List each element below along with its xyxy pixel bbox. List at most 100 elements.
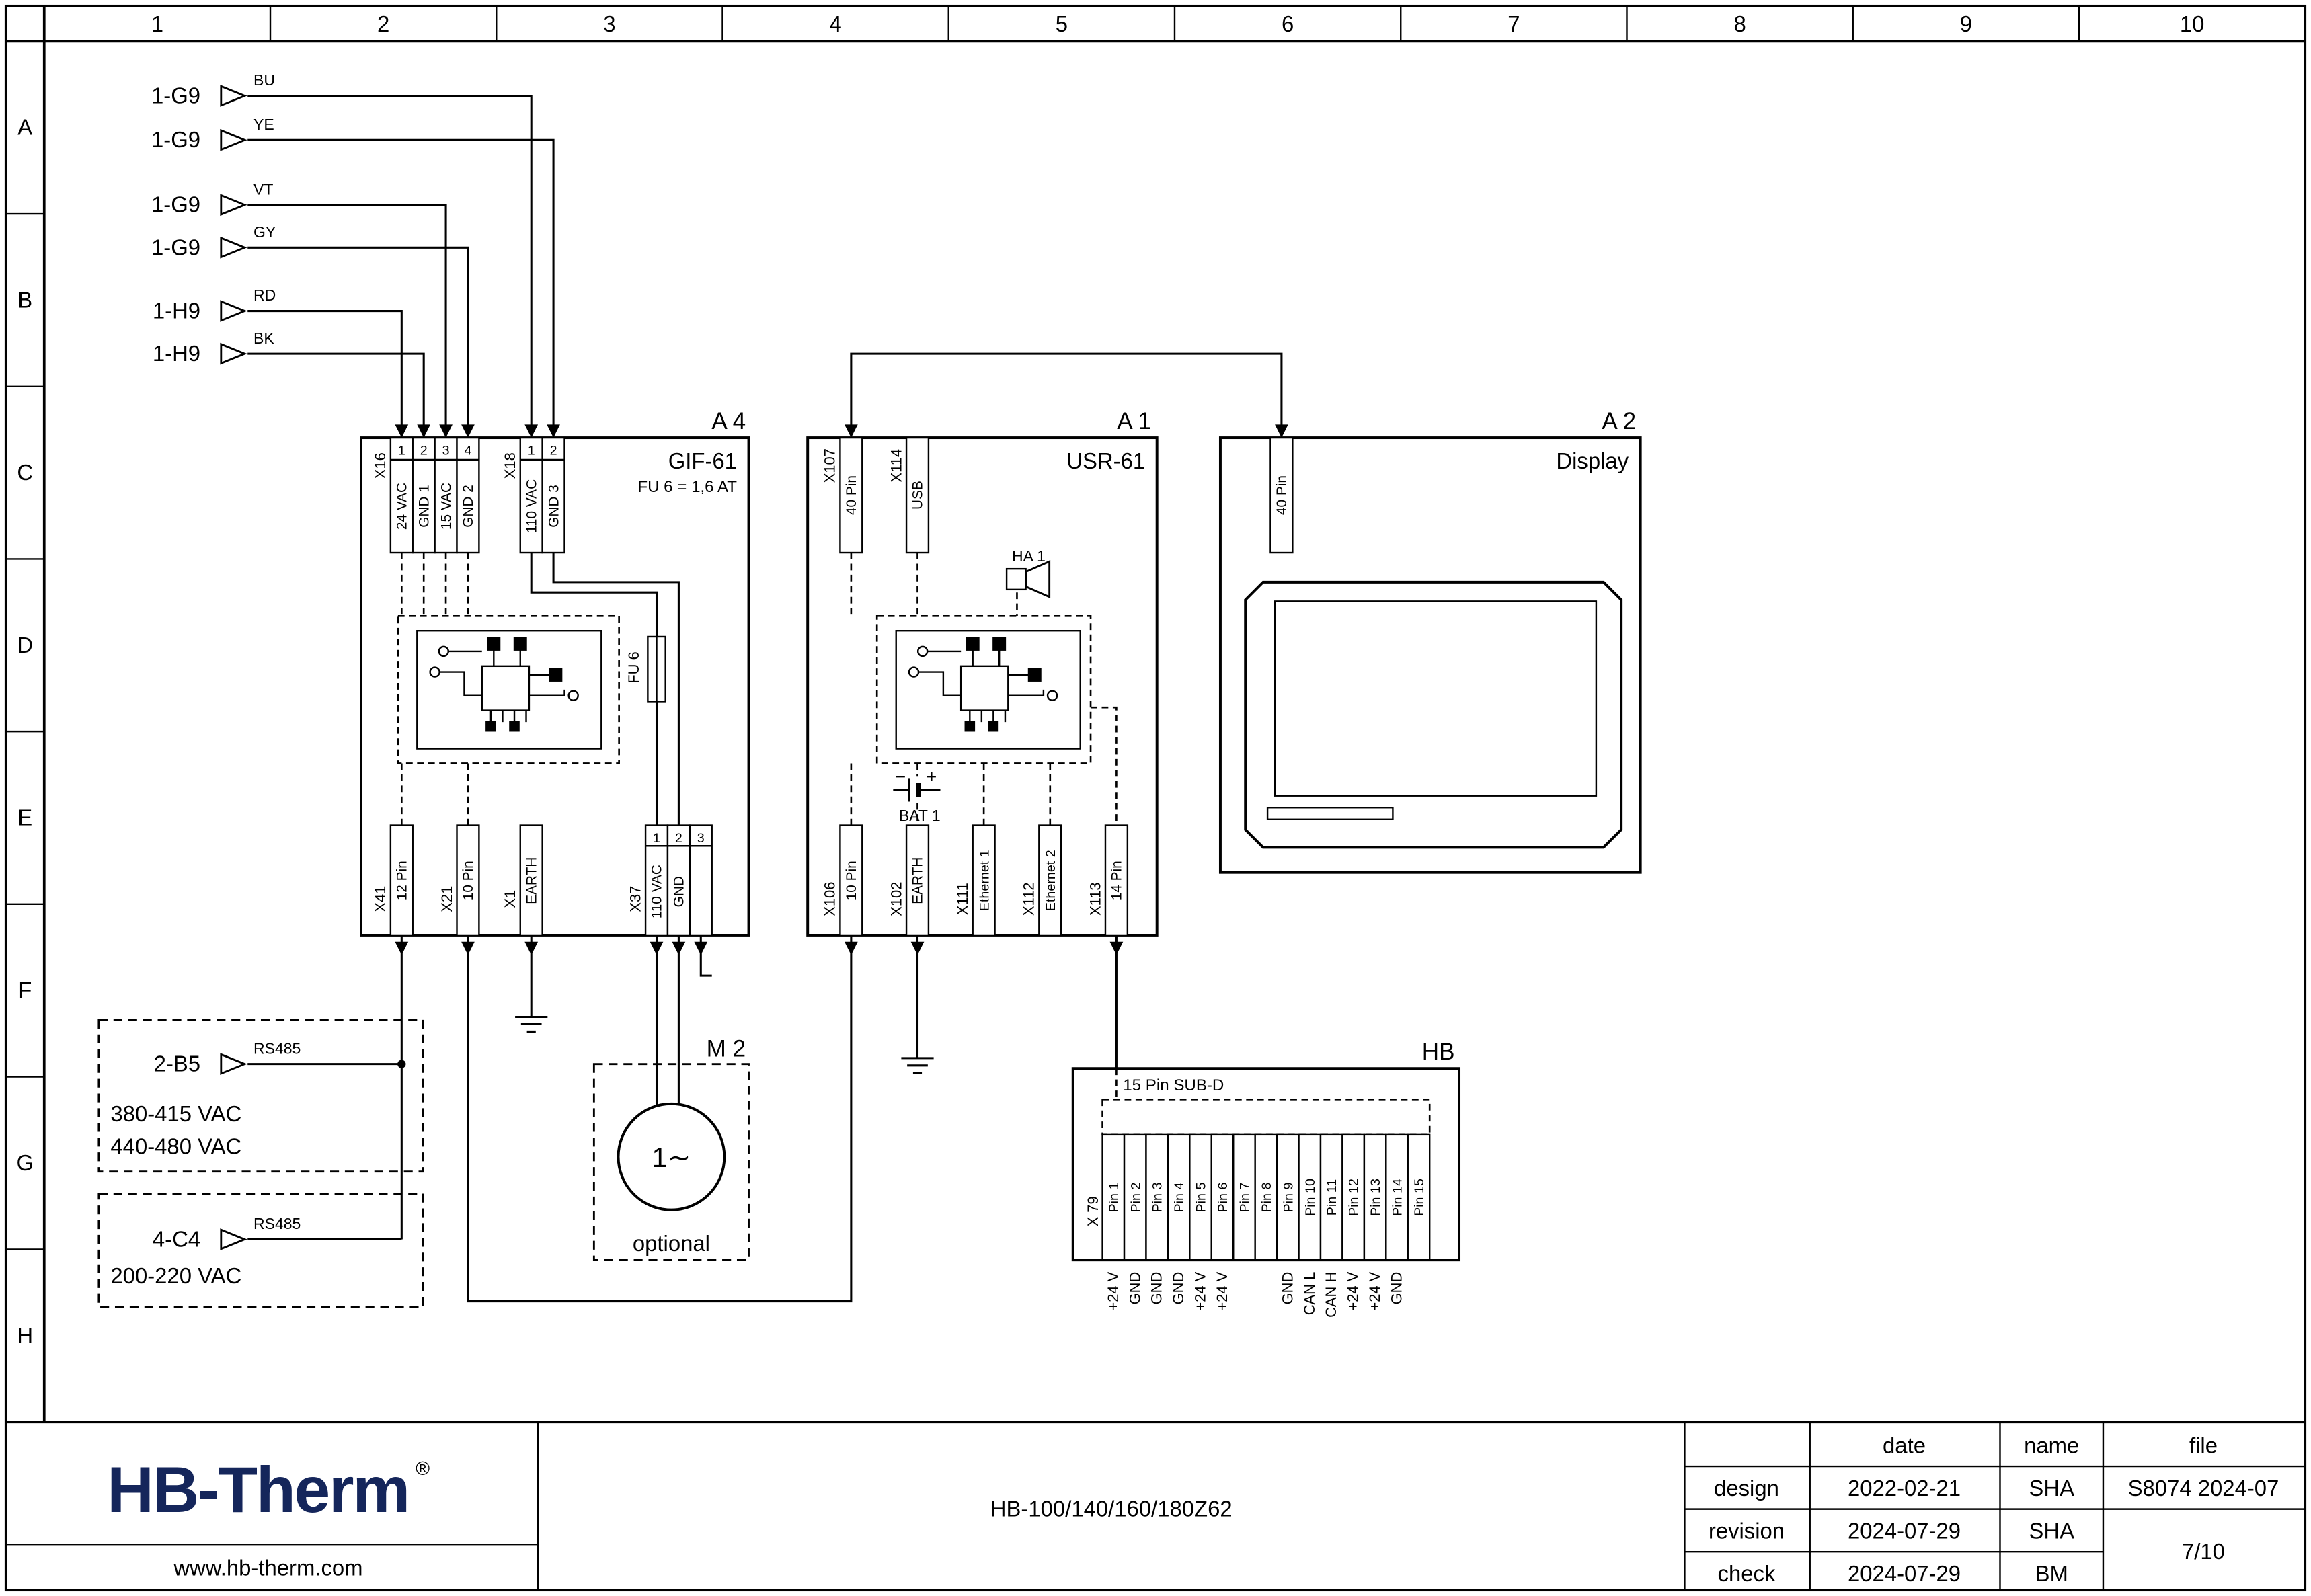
pin-label: Pin 15 [1412, 1179, 1427, 1216]
wire-color-label: RD [253, 286, 276, 304]
terminal-arrow-icon [220, 236, 247, 259]
pin-label: Pin 2 [1128, 1183, 1143, 1213]
module-ref: M 2 [707, 1036, 746, 1062]
signal-label: 24 VAC [395, 483, 410, 530]
terminal-arrow-icon [220, 85, 247, 107]
title-block: HB-Therm ® www.hb-therm.com HB-100/140/1… [5, 1422, 2306, 1591]
earth-symbol [901, 1057, 934, 1074]
pin-label: Pin 5 [1194, 1183, 1209, 1213]
row-label-check: check [1718, 1561, 1776, 1586]
signal-label: 40 Pin [844, 475, 859, 515]
ruler-row: F [18, 977, 32, 1002]
fuse-symbol: FU 6 [625, 629, 666, 709]
connector-x107: X107 40 Pin [822, 436, 863, 554]
connector-label: X106 [822, 882, 838, 916]
module-name: GIF-61 [668, 448, 737, 473]
signal-label: 40 Pin [1274, 475, 1290, 515]
connector-x114: X114 USB [888, 436, 930, 554]
pin-label: Pin 4 [1172, 1183, 1187, 1213]
signal-label: 110 VAC [650, 865, 665, 918]
fuse-note: FU 6 = 1,6 AT [637, 478, 737, 496]
ruler-col: 1 [151, 11, 163, 36]
pin-label: Pin 13 [1368, 1179, 1383, 1216]
signal-label: GND [672, 876, 687, 907]
signal-label: EARTH [910, 857, 926, 904]
wires [247, 94, 1283, 1303]
signal-label: CAN L [1301, 1272, 1318, 1316]
pcb-outline [875, 614, 1092, 764]
buzzer-icon: HA 1 [1005, 547, 1051, 598]
terminal-arrow-icon [220, 1228, 247, 1250]
connector-x1: X1 EARTH [502, 824, 543, 937]
connector-x21: X21 10 Pin [438, 824, 480, 937]
voltage-range: 440-480 VAC [110, 1133, 241, 1158]
wire-arrowheads [395, 424, 1288, 955]
module-a4-gif61: A 4 GIF-61 FU 6 = 1,6 AT X16 1 2 3 4 24 … [360, 408, 750, 937]
connector-x106: X106 10 Pin [822, 824, 863, 937]
pin-label: Pin 1 [1107, 1183, 1122, 1213]
pin-signal-labels: +24 V GND GND GND +24 V +24 V GND CAN L … [1105, 1271, 1405, 1318]
wire-color-label: BU [253, 71, 275, 89]
connector-x37: X37 1 2 3 110 VAC GND [627, 824, 713, 937]
supply-box-4c4: 4-C4 RS485 200-220 VAC [97, 1193, 424, 1308]
terminal-arrow-icon [220, 342, 247, 365]
terminal-arrow-icon [220, 194, 247, 216]
connector-label: X16 [372, 452, 389, 479]
ruler-row: B [17, 287, 32, 312]
supply-ref: 4-C4 [153, 1226, 200, 1251]
wire-color-label: YE [253, 116, 274, 133]
signal-label: 10 Pin [844, 861, 859, 900]
module-ref: HB [1422, 1039, 1455, 1065]
ruler-row: G [16, 1150, 34, 1175]
module-hb-interface: HB 15 Pin SUB-D X 79 Pin 1 Pin 2 Pin 3 P… [1071, 1039, 1461, 1318]
bus-label: RS485 [253, 1215, 301, 1232]
signal-label: 110 VAC [524, 479, 539, 533]
signal-label: +24 V [1214, 1271, 1230, 1310]
drawing-frame [4, 4, 2307, 1592]
input-ref: 1-H9 [153, 298, 200, 323]
connector-x113: X113 14 Pin [1087, 824, 1129, 937]
subd-title: 15 Pin SUB-D [1123, 1076, 1224, 1094]
pin-number: 1 [398, 443, 405, 458]
pin-label: Pin 10 [1303, 1179, 1318, 1216]
connector-x16: X16 1 2 3 4 24 VAC GND 1 15 VAC GND 2 [372, 436, 480, 554]
company-logo: HB-Therm [107, 1454, 409, 1526]
input-ref: 1-G9 [151, 192, 200, 217]
module-name: USR-61 [1066, 448, 1145, 473]
terminal-arrow-icon [220, 128, 247, 151]
connector-label: X113 [1087, 882, 1103, 916]
pcb-outline [397, 614, 620, 764]
buzzer-label: HA 1 [1012, 547, 1046, 565]
module-name: Display [1556, 448, 1629, 473]
input-ref: 1-H9 [153, 341, 200, 366]
connector-label: X111 [954, 883, 971, 915]
pin-number: 4 [464, 443, 471, 458]
motor-phase-label: 1∼ [652, 1142, 691, 1173]
wire-junction-dot [397, 1060, 406, 1068]
pin-label: Pin 7 [1237, 1183, 1252, 1213]
company-website[interactable]: www.hb-therm.com [173, 1555, 362, 1580]
module-ref: A 1 [1117, 408, 1151, 434]
voltage-range: 200-220 VAC [110, 1263, 241, 1288]
signal-label: GND [1148, 1272, 1165, 1305]
ruler-col: 7 [1507, 11, 1520, 36]
module-a2-display: A 2 Display 40 Pin [1218, 408, 1642, 874]
ruler-col: 3 [603, 11, 615, 36]
signal-label: +24 V [1345, 1271, 1362, 1310]
connector-label: X41 [372, 886, 389, 912]
ruler-col: 4 [829, 11, 841, 36]
wire-color-label: BK [253, 329, 274, 347]
battery-symbol: BAT 1 [893, 772, 941, 824]
row-label-revision: revision [1709, 1518, 1785, 1543]
page-number: 7/10 [2182, 1539, 2225, 1564]
terminal-arrow-icon [220, 1053, 247, 1076]
connector-x79-pins: Pin 1 Pin 2 Pin 3 Pin 4 Pin 5 Pin 6 Pin … [1101, 1133, 1431, 1261]
ruler-row: E [17, 805, 32, 830]
ruler-col: 8 [1733, 11, 1746, 36]
signal-label: GND [1279, 1272, 1296, 1305]
voltage-range: 380-415 VAC [110, 1101, 241, 1126]
connector-label: X1 [502, 890, 518, 908]
motor-symbol [617, 1102, 726, 1211]
